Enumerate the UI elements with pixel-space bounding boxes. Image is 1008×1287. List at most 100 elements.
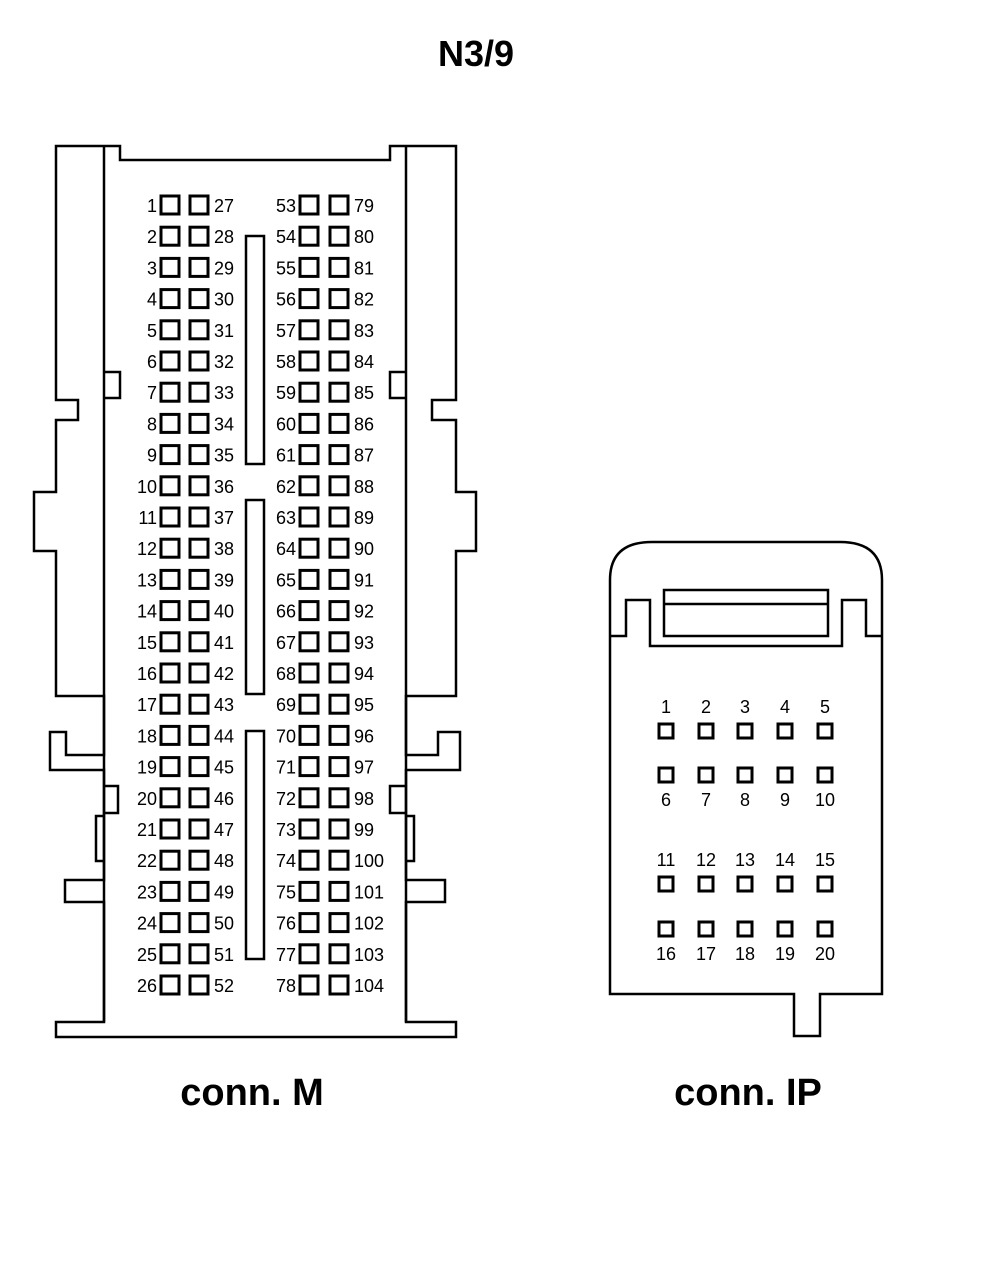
connector-m-pin-label-39: 39 xyxy=(214,570,234,590)
connector-m-pin-label-72: 72 xyxy=(276,789,296,809)
connector-m-pin-label-44: 44 xyxy=(214,726,234,746)
connector-m-pin-label-10: 10 xyxy=(137,477,157,497)
connector-m-pin-35 xyxy=(188,444,210,466)
connector-ip-pin-label-1: 1 xyxy=(661,697,671,717)
connector-m-pin-50 xyxy=(188,912,210,934)
connector-m-pin-label-50: 50 xyxy=(214,914,234,934)
connector-ip-pin-label-5: 5 xyxy=(820,697,830,717)
connector-ip-pin-label-7: 7 xyxy=(701,790,711,810)
connector-m-pin-label-74: 74 xyxy=(276,851,296,871)
connector-m-pin-48 xyxy=(188,849,210,871)
connector-m-pin-label-56: 56 xyxy=(276,290,296,310)
connector-m-pin-14 xyxy=(159,600,181,622)
connector-ip-pin-16 xyxy=(657,920,675,938)
connector-m-pin-label-98: 98 xyxy=(354,789,374,809)
connector-m-pin-label-3: 3 xyxy=(147,258,157,278)
connector-m-pin-label-59: 59 xyxy=(276,383,296,403)
connector-m-pin-72 xyxy=(298,787,320,809)
connector-m-pin-81 xyxy=(328,256,350,278)
connector-ip-pin-label-4: 4 xyxy=(780,697,790,717)
connector-m-pin-26 xyxy=(159,974,181,996)
connector-m-pin-56 xyxy=(298,288,320,310)
connector-ip-pin-3 xyxy=(736,722,754,740)
connector-ip-pin-15 xyxy=(816,875,834,893)
connector-m-pin-28 xyxy=(188,225,210,247)
connector-m-pin-103 xyxy=(328,943,350,965)
connector-m-pin-95 xyxy=(328,693,350,715)
connector-m-pin-label-42: 42 xyxy=(214,664,234,684)
connector-m-pin-49 xyxy=(188,880,210,902)
connector-m-pin-61 xyxy=(298,444,320,466)
connector-m-pin-label-1: 1 xyxy=(147,196,157,216)
connector-m-pin-53 xyxy=(298,194,320,216)
connector-m-pin-3 xyxy=(159,256,181,278)
connector-ip-pin-4 xyxy=(776,722,794,740)
connector-m-pin-59 xyxy=(298,381,320,403)
connector-m-pin-label-99: 99 xyxy=(354,820,374,840)
connector-ip-pin-19 xyxy=(776,920,794,938)
connector-m-pin-51 xyxy=(188,943,210,965)
connector-ip-pin-10 xyxy=(816,766,834,784)
connector-ip-pin-label-8: 8 xyxy=(740,790,750,810)
connector-m-pin-label-8: 8 xyxy=(147,414,157,434)
connector-m-pin-16 xyxy=(159,662,181,684)
connector-m-pin-label-95: 95 xyxy=(354,695,374,715)
connector-m-pin-89 xyxy=(328,506,350,528)
connector-m-pin-30 xyxy=(188,288,210,310)
connector-m-pin-label-52: 52 xyxy=(214,976,234,996)
connector-m-pin-label-75: 75 xyxy=(276,882,296,902)
connector-m-pin-18 xyxy=(159,724,181,746)
connector-m-housing xyxy=(32,144,478,1039)
connector-m-pin-label-13: 13 xyxy=(137,570,157,590)
connector-m-pin-label-60: 60 xyxy=(276,414,296,434)
connector-m-pin-label-37: 37 xyxy=(214,508,234,528)
connector-m-pin-46 xyxy=(188,787,210,809)
connector-m-pin-39 xyxy=(188,568,210,590)
connector-ip-pin-label-13: 13 xyxy=(735,850,755,870)
connector-m-pin-label-86: 86 xyxy=(354,414,374,434)
connector-m-pin-label-88: 88 xyxy=(354,477,374,497)
connector-m-pin-10 xyxy=(159,475,181,497)
connector-m-pin-label-66: 66 xyxy=(276,602,296,622)
connector-ip-row-1: 1 2 3 4 5 xyxy=(657,697,834,740)
connector-m-pin-31 xyxy=(188,319,210,341)
connector-ip-pin-label-10: 10 xyxy=(815,790,835,810)
connector-m-pin-label-30: 30 xyxy=(214,290,234,310)
connector-m-pin-label-2: 2 xyxy=(147,227,157,247)
connector-m-pin-label-62: 62 xyxy=(276,477,296,497)
connector-m-pin-52 xyxy=(188,974,210,996)
connector-m-pin-40 xyxy=(188,600,210,622)
connector-m-pin-71 xyxy=(298,756,320,778)
connector-m-pin-83 xyxy=(328,319,350,341)
connector-m-pin-label-12: 12 xyxy=(137,539,157,559)
connector-m-pin-label-80: 80 xyxy=(354,227,374,247)
connector-m-pin-7 xyxy=(159,381,181,403)
connector-m-pin-80 xyxy=(328,225,350,247)
connector-m-pin-label-14: 14 xyxy=(137,602,157,622)
connector-m-pin-label-97: 97 xyxy=(354,758,374,778)
connector-m-pin-76 xyxy=(298,912,320,934)
connector-m-pin-label-64: 64 xyxy=(276,539,296,559)
connector-ip-pin-label-3: 3 xyxy=(740,697,750,717)
connector-m-pin-86 xyxy=(328,412,350,434)
connector-ip-pin-label-2: 2 xyxy=(701,697,711,717)
connector-ip-pin-label-17: 17 xyxy=(696,944,716,964)
connector-m-column-2: 2728293031323334353637383940414243444546… xyxy=(188,194,234,996)
connector-m-pin-label-38: 38 xyxy=(214,539,234,559)
connector-m-pin-label-55: 55 xyxy=(276,258,296,278)
connector-m-pin-82 xyxy=(328,288,350,310)
connector-m-pin-88 xyxy=(328,475,350,497)
connector-m-pin-label-57: 57 xyxy=(276,321,296,341)
connector-m-column-3: 5354555657585960616263646566676869707172… xyxy=(276,194,320,996)
connector-m-pin-55 xyxy=(298,256,320,278)
connector-m-pin-label-11: 11 xyxy=(138,508,157,528)
connector-m-pin-label-23: 23 xyxy=(137,882,157,902)
connector-m-pin-93 xyxy=(328,631,350,653)
connector-m-pin-1 xyxy=(159,194,181,216)
connector-m-pin-74 xyxy=(298,849,320,871)
connector-m-pin-label-103: 103 xyxy=(354,945,384,965)
connector-m-pin-58 xyxy=(298,350,320,372)
connector-m-key-slot-lower xyxy=(244,729,266,961)
connector-m-pin-99 xyxy=(328,818,350,840)
